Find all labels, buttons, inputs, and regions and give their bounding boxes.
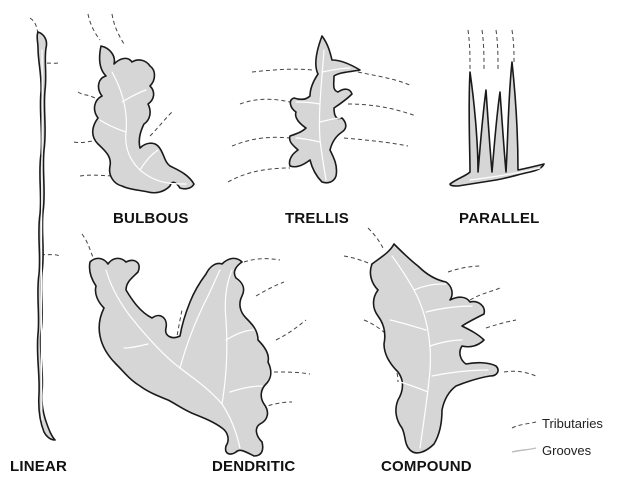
dendritic-tributary: [244, 259, 280, 262]
linear-channel: [37, 32, 55, 440]
parallel-shape: [450, 62, 544, 186]
trellis-tributary: [358, 72, 412, 86]
compound-tributary: [470, 288, 500, 300]
parallel-tributary: [512, 30, 514, 62]
bulbous-shape: [93, 46, 194, 193]
legend-grooves-swatch: [512, 448, 536, 452]
dendritic-tributary: [82, 234, 94, 260]
dendritic-tributary: [256, 282, 284, 296]
trellis-tributary: [228, 168, 290, 182]
trellis-tributary: [232, 137, 290, 146]
linear-tributary: [30, 18, 38, 34]
dendritic-pattern: [82, 234, 310, 456]
label-compound: COMPOUND: [381, 458, 472, 475]
compound-pattern: [344, 228, 536, 453]
trellis-pattern: [228, 36, 416, 183]
bulbous-pattern: [74, 14, 194, 193]
bulbous-tributary: [78, 92, 98, 100]
label-bulbous: BULBOUS: [113, 210, 189, 227]
dendritic-shape: [89, 258, 270, 456]
dendritic-tributary: [276, 320, 306, 340]
bulbous-tributary: [150, 112, 172, 136]
trellis-tributary: [344, 138, 408, 146]
trellis-tributary: [240, 99, 290, 104]
label-trellis: TRELLIS: [285, 210, 349, 227]
parallel-tributary: [496, 30, 498, 70]
legend-tributaries-swatch: [512, 422, 536, 428]
linear-pattern: [30, 18, 60, 440]
trellis-tributary: [252, 69, 312, 72]
label-dendritic: DENDRITIC: [212, 458, 295, 475]
label-parallel: PARALLEL: [459, 210, 539, 227]
compound-tributary: [486, 320, 516, 328]
compound-tributary: [448, 266, 482, 272]
parallel-pattern: [450, 30, 544, 186]
compound-tributary: [504, 371, 536, 376]
parallel-tributary: [468, 30, 470, 70]
trellis-shape: [289, 36, 360, 183]
compound-tributary: [368, 228, 384, 250]
legend-grooves-label: Grooves: [542, 443, 592, 458]
bulbous-tributary: [88, 14, 100, 40]
parallel-tributary: [482, 30, 484, 70]
legend: Tributaries Grooves: [512, 416, 603, 458]
bulbous-tributary: [112, 14, 124, 44]
legend-tributaries-label: Tributaries: [542, 416, 603, 431]
trellis-tributary: [348, 104, 416, 116]
label-linear: LINEAR: [10, 458, 67, 475]
dendritic-tributary: [274, 372, 310, 374]
compound-shape: [370, 244, 498, 453]
